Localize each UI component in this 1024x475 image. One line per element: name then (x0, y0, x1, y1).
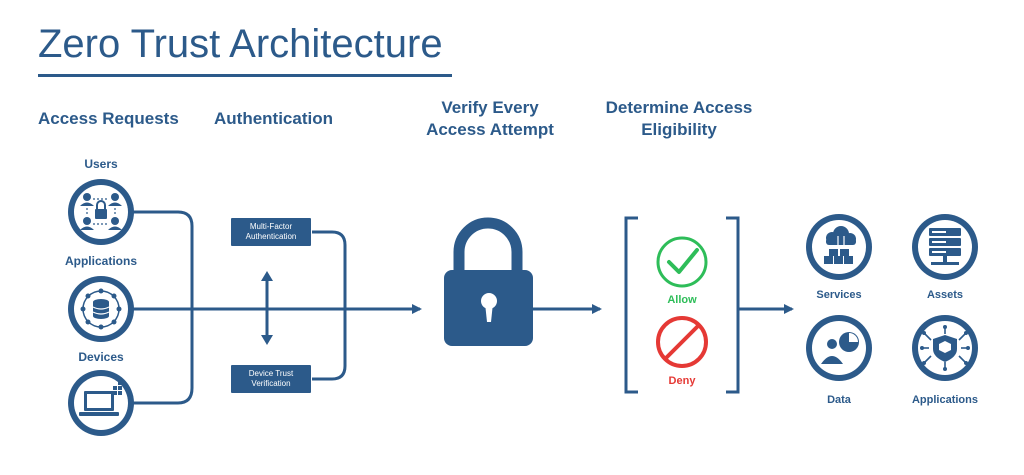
deny-prohibited-icon (656, 316, 708, 368)
label-resource-applications: Applications (911, 394, 978, 406)
heading-verify-line1: Verify Every (441, 98, 539, 117)
label-users: Users (84, 157, 118, 171)
mfa-box-line2: Authentication (245, 232, 297, 241)
device-trust-box-line2: Verification (251, 379, 291, 388)
heading-authentication: Authentication (214, 109, 333, 128)
label-services: Services (816, 289, 862, 301)
label-applications: Applications (64, 254, 137, 268)
decision-panel-bracket (624, 216, 740, 394)
users-devices-connector (126, 210, 194, 405)
auth-connector (312, 230, 347, 381)
users-icon (68, 179, 134, 245)
label-allow: Allow (667, 294, 697, 306)
auth-double-arrow (261, 271, 273, 345)
title-underline (38, 74, 452, 77)
applications-shield-icon (912, 315, 978, 381)
mfa-box: Multi-Factor Authentication (231, 218, 311, 246)
device-trust-box-line1: Device Trust (248, 369, 294, 378)
heading-determine-line2: Eligibility (641, 120, 717, 139)
page-title: Zero Trust Architecture (38, 22, 443, 66)
mfa-box-line1: Multi-Factor (249, 222, 293, 231)
source-connectors (126, 210, 422, 405)
allow-check-icon (656, 236, 708, 288)
heading-access-requests: Access Requests (38, 109, 179, 128)
assets-server-icon (912, 214, 978, 280)
heading-determine: Determine Access Eligibility (604, 97, 754, 141)
label-assets: Assets (926, 289, 964, 301)
services-cloud-icon (806, 214, 872, 280)
heading-verify: Verify Every Access Attempt (420, 97, 560, 141)
applications-database-icon (68, 276, 134, 342)
device-trust-box: Device Trust Verification (231, 365, 311, 393)
label-devices: Devices (78, 350, 124, 364)
data-pie-user-icon (806, 315, 872, 381)
heading-determine-line1: Determine Access (605, 98, 753, 117)
label-deny: Deny (668, 375, 696, 387)
label-data: Data (827, 394, 851, 406)
padlock-icon (444, 217, 533, 346)
heading-verify-line2: Access Attempt (426, 120, 554, 139)
devices-laptop-icon (68, 370, 134, 436)
